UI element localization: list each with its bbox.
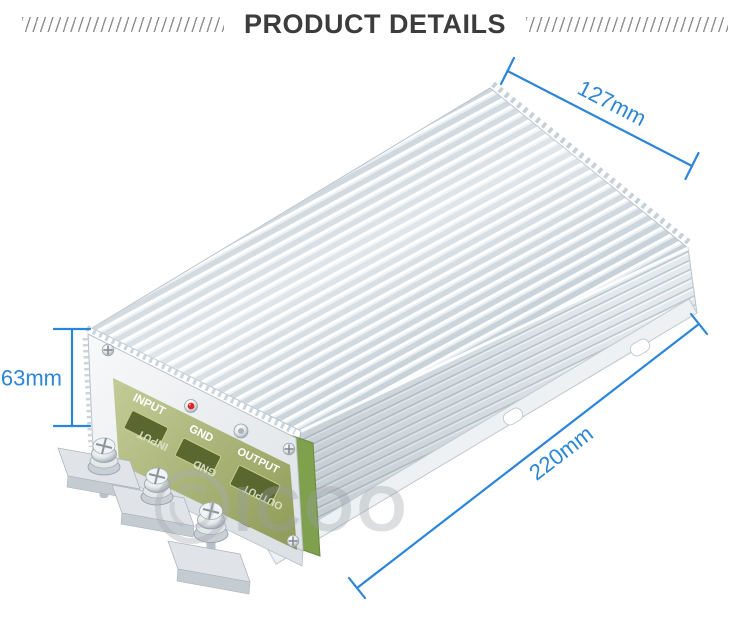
heatsink-top-sheen <box>92 88 688 431</box>
converter-device: INPUT GND OUTPUT INPUT GND OUTPUT <box>57 81 698 595</box>
heatsink-fin-teeth-edge <box>491 81 693 247</box>
flange-notch <box>502 407 524 426</box>
dimension-line-height <box>52 327 92 428</box>
corner-screw <box>286 534 300 548</box>
mounting-flange <box>267 298 698 565</box>
dimension-line-length <box>347 312 709 600</box>
panel-corner-screws <box>101 343 300 548</box>
dimension-label-width: 127mm <box>574 75 651 131</box>
terminal-bolt-gnd <box>140 467 174 506</box>
dimension-line-width <box>499 56 700 181</box>
label-window-gnd <box>174 437 222 475</box>
flange-notch <box>629 338 651 357</box>
led-highlight <box>188 403 191 406</box>
photo-watermark: ICOO <box>155 470 410 545</box>
label-window-input <box>123 410 169 446</box>
label-window-output <box>229 465 281 505</box>
watermark-logo-swirl <box>169 484 215 530</box>
dimension-annotations <box>52 56 709 600</box>
watermark-logo-ring <box>155 470 229 544</box>
hatch-left-decoration <box>22 17 224 33</box>
heatsink-top-edge-highlight <box>300 246 689 433</box>
terminal-bracket-front <box>176 568 251 595</box>
terminal-bolt-input <box>87 437 121 476</box>
section-header: PRODUCT DETAILS <box>22 9 728 40</box>
watermark-text: ICOO <box>234 473 410 545</box>
terminal-bolt-output <box>193 502 229 543</box>
corner-screw <box>101 343 115 357</box>
corner-screw <box>282 442 296 456</box>
page-title: PRODUCT DETAILS <box>244 9 506 39</box>
hatch-right-decoration <box>526 17 728 33</box>
terminal-bracket-front <box>120 512 195 538</box>
power-led <box>187 402 195 410</box>
fin-teeth-left-of-panel <box>82 337 94 448</box>
dimension-label-height: 63mm <box>1 366 62 391</box>
adjustment-stud-center <box>238 428 244 434</box>
